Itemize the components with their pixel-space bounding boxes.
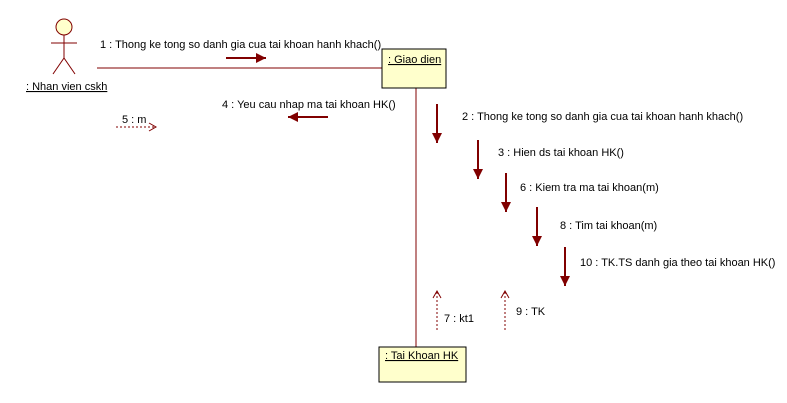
message-1-label: 1 : Thong ke tong so danh gia cua tai kh… bbox=[100, 39, 381, 51]
message-5-label: 5 : m bbox=[122, 114, 146, 126]
message-6-label: 6 : Kiem tra ma tai khoan(m) bbox=[520, 182, 659, 194]
object-tai-khoan-hk-label: : Tai Khoan HK bbox=[385, 350, 459, 362]
actor-label: : Nhan vien cskh bbox=[26, 81, 107, 93]
message-3-label: 3 : Hien ds tai khoan HK() bbox=[498, 147, 624, 159]
object-giao-dien[interactable]: : Giao dien bbox=[381, 48, 447, 89]
object-giao-dien-label: : Giao dien bbox=[388, 54, 441, 66]
message-7-label: 7 : kt1 bbox=[444, 313, 474, 325]
message-2-label: 2 : Thong ke tong so danh gia cua tai kh… bbox=[462, 111, 743, 123]
object-tai-khoan-hk[interactable]: : Tai Khoan HK bbox=[378, 346, 467, 383]
message-10-label: 10 : TK.TS danh gia theo tai khoan HK() bbox=[580, 257, 775, 269]
message-9-label: 9 : TK bbox=[516, 306, 546, 318]
message-8-label: 8 : Tim tai khoan(m) bbox=[560, 220, 657, 232]
message-4-label: 4 : Yeu cau nhap ma tai khoan HK() bbox=[222, 99, 396, 111]
actor-icon bbox=[51, 18, 77, 75]
